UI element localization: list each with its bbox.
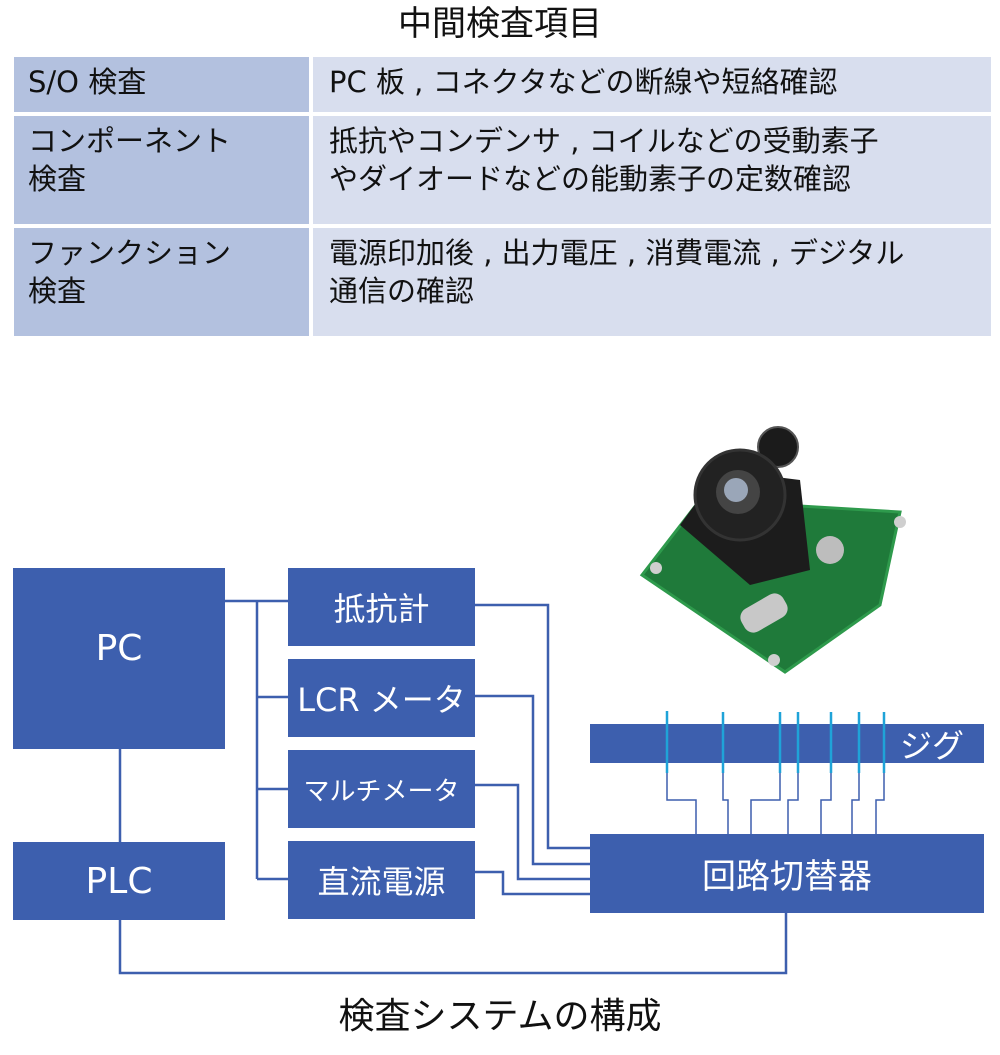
- pc-box: PC: [13, 568, 225, 749]
- label-line: 検査: [28, 162, 87, 196]
- multimeter-box: マルチメータ: [288, 750, 475, 828]
- row-desc-function: 電源印加後 , 出力電圧 , 消費電流 , デジタル 通信の確認: [313, 228, 991, 336]
- capacitor-small: [816, 536, 844, 564]
- jig-bar: ジグ: [590, 724, 984, 765]
- dc-power-box: 直流電源: [288, 841, 475, 919]
- circuit-switcher-box: 回路切替器: [590, 834, 984, 913]
- resistance-to-switcher: [475, 603, 590, 850]
- resistance-meter-box: 抵抗計: [288, 568, 475, 646]
- probe-wires: [666, 773, 885, 834]
- row-desc-so: PC 板 , コネクタなどの断線や短絡確認: [313, 57, 991, 112]
- lcr-meter-box: LCR メータ: [288, 659, 475, 737]
- capacitor: [757, 426, 799, 468]
- lcr-to-switcher: [475, 694, 590, 866]
- row-desc-component: 抵抗やコンデンサ , コイルなどの受動素子 やダイオードなどの能動素子の定数確認: [313, 116, 991, 224]
- lens-glass: [724, 478, 748, 502]
- dc-to-switcher: [475, 870, 590, 896]
- diagram-caption: 検査システムの構成: [338, 996, 662, 1037]
- row-label-function: ファンクション 検査: [14, 228, 309, 336]
- crystal: [740, 593, 788, 633]
- mount-hole: [650, 562, 662, 574]
- label-line: 検査: [28, 274, 87, 308]
- desc-line: 抵抗やコンデンサ , コイルなどの受動素子: [329, 124, 879, 158]
- table-title: 中間検査項目: [398, 4, 602, 44]
- mount-hole: [768, 654, 780, 666]
- row-label-component: コンポーネント 検査: [14, 116, 309, 224]
- label-line: ファンクション: [28, 236, 232, 270]
- label-line: コンポーネント: [28, 124, 232, 158]
- plc-switcher-line: [118, 912, 788, 975]
- label-line: S/O 検査: [28, 65, 147, 99]
- plc-box: PLC: [13, 842, 225, 920]
- desc-line: 電源印加後 , 出力電圧 , 消費電流 , デジタル: [329, 236, 905, 270]
- mount-hole: [894, 516, 906, 528]
- multimeter-to-switcher: [475, 783, 590, 881]
- desc-line: やダイオードなどの能動素子の定数確認: [329, 162, 852, 196]
- row-label-so: S/O 検査: [14, 57, 309, 112]
- desc-line: PC 板 , コネクタなどの断線や短絡確認: [329, 65, 838, 99]
- desc-line: 通信の確認: [329, 274, 475, 308]
